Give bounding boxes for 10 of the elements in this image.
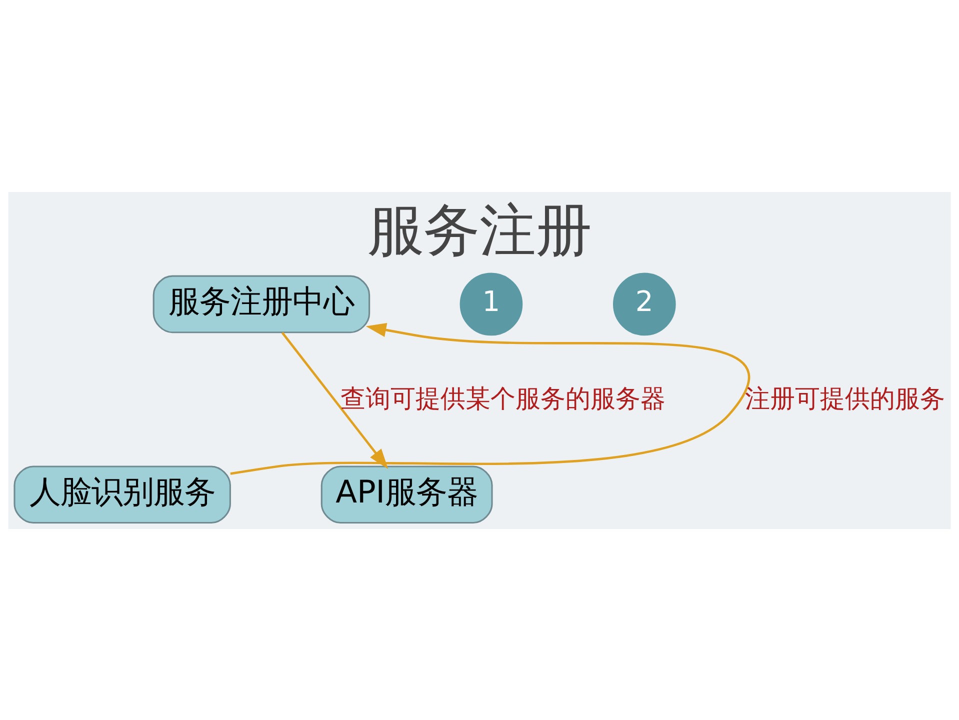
edge-label: 注册可提供的服务 (745, 383, 946, 412)
edge-label: 查询可提供某个服务的服务器 (340, 383, 666, 412)
diagram-title: 服务注册 (368, 198, 592, 264)
node-circle: 1 (460, 272, 523, 336)
node-circle: 2 (612, 272, 676, 336)
arrow (281, 331, 388, 469)
node-box: API服务器 (320, 465, 493, 524)
node-box: 服务注册中心 (152, 274, 370, 333)
node-box: 人脸识别服务 (14, 465, 231, 524)
arrow (230, 322, 749, 474)
